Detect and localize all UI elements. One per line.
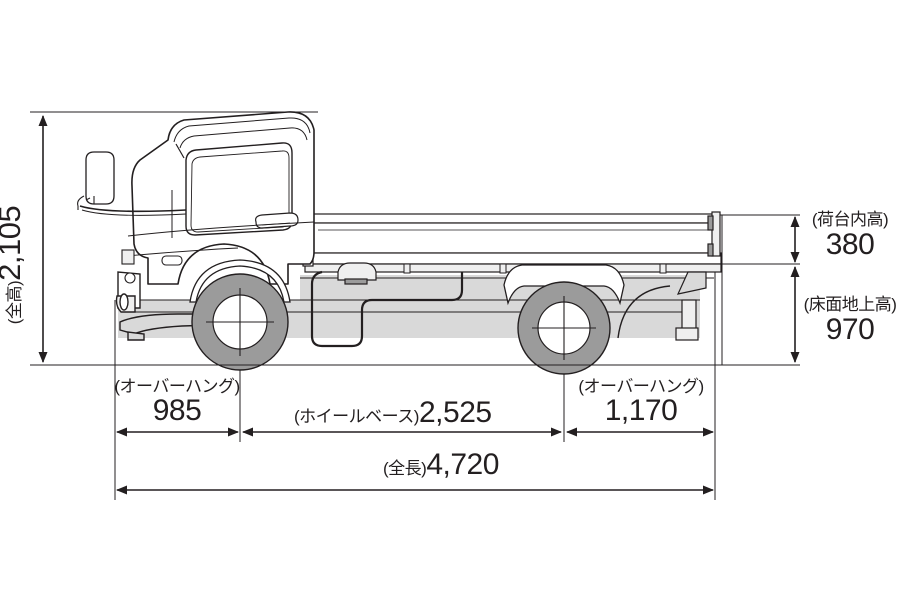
bed-inner-height-value: 380: [825, 228, 875, 261]
floor-ground-height-caption: (床面地上高): [803, 295, 897, 314]
overall-length-label: (全長)4,720: [383, 450, 499, 480]
rear-bumper: [675, 271, 707, 341]
bed-inner-height-label: (荷台内高) 380: [800, 211, 900, 260]
rear-mudguard: [617, 285, 671, 339]
overall-height-label: (全高)2,105: [0, 140, 27, 390]
rear-gate-post: [707, 211, 721, 257]
bed-inner-height-caption: (荷台内高): [811, 210, 889, 229]
wheelbase-value: 2,525: [418, 396, 492, 429]
vehicle-drawing: [77, 111, 722, 375]
bed-top-rail: [309, 213, 719, 224]
bed-side-panel: [309, 222, 719, 254]
floor-ground-height-label: (床面地上高) 970: [798, 296, 900, 345]
mirror: [77, 151, 187, 216]
cab-roof-lines: [173, 117, 311, 149]
overall-height-caption: (全高): [5, 280, 24, 325]
front-overhang-caption: (オーバーハング): [114, 377, 240, 396]
exhaust-pipe: [310, 270, 464, 348]
bed-lower-rail: [306, 252, 722, 265]
overall-length-value: 4,720: [426, 448, 499, 481]
door-handle: [255, 212, 299, 229]
dimension-arrows: [38, 115, 800, 495]
overall-height-value: 2,105: [0, 205, 27, 281]
front-overhang-value: 985: [152, 394, 202, 427]
fuel-tank: [337, 262, 377, 285]
rear-overhang-value: 1,170: [604, 394, 678, 427]
rear-overhang-label: (オーバーハング) 1,170: [566, 378, 716, 426]
wheelbase-caption: (ホイールベース): [294, 407, 419, 426]
cab-side-marker: [161, 255, 183, 266]
front-overhang-label: (オーバーハング) 985: [113, 378, 241, 426]
overall-length-caption: (全長): [383, 459, 427, 478]
front-step: [121, 249, 136, 284]
wheelbase-label: (ホイールベース)2,525: [294, 398, 492, 428]
floor-ground-height-value: 970: [825, 313, 875, 346]
front-wheel: [191, 273, 289, 371]
a-pillar: [175, 143, 185, 159]
rear-overhang-caption: (オーバーハング): [578, 377, 704, 396]
rear-wheel: [517, 281, 611, 375]
